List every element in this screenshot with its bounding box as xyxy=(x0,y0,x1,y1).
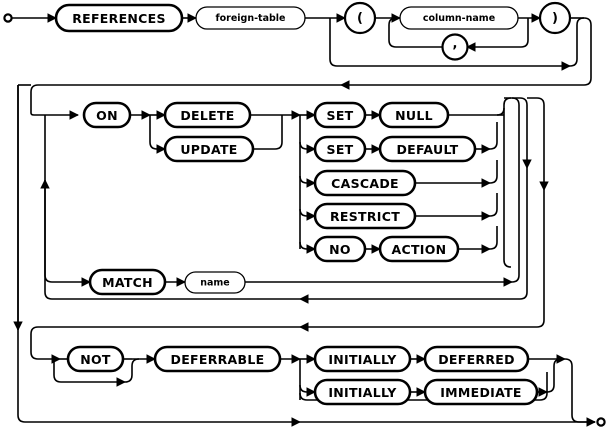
node-set-null[interactable]: SET xyxy=(313,101,367,129)
node-match[interactable]: MATCH xyxy=(88,268,167,296)
node-restrict[interactable]: RESTRICT xyxy=(313,202,417,230)
node-deferrable-label: DEFERRABLE xyxy=(171,352,265,367)
node-set-default[interactable]: SET xyxy=(313,135,367,163)
node-initially-deferred-label: INITIALLY xyxy=(328,352,397,367)
node-restrict-label: RESTRICT xyxy=(330,209,400,224)
node-immediate[interactable]: IMMEDIATE xyxy=(423,378,539,406)
node-null-label: NULL xyxy=(395,108,433,123)
node-match-label: MATCH xyxy=(102,275,153,290)
node-set-null-label: SET xyxy=(327,108,354,123)
node-references-label: REFERENCES xyxy=(72,11,166,26)
node-default-label: DEFAULT xyxy=(397,142,459,157)
row-2-track xyxy=(13,84,549,344)
node-rparen-label: ) xyxy=(552,11,558,26)
node-rparen[interactable]: ) xyxy=(538,1,572,35)
node-column-name-label: column-name xyxy=(423,13,495,24)
node-default[interactable]: DEFAULT xyxy=(378,135,477,163)
node-no[interactable]: NO xyxy=(313,235,367,263)
node-no-label: NO xyxy=(329,242,351,257)
node-comma-label: , xyxy=(453,37,458,52)
node-deferred-label: DEFERRED xyxy=(438,352,515,367)
node-initially-immediate[interactable]: INITIALLY xyxy=(313,378,412,406)
node-initially-deferred[interactable]: INITIALLY xyxy=(313,345,412,373)
node-comma[interactable]: , xyxy=(441,33,469,61)
start-marker-icon xyxy=(3,13,13,23)
node-foreign-table-label: foreign-table xyxy=(215,13,285,24)
node-name[interactable]: name xyxy=(184,271,246,294)
node-update[interactable]: UPDATE xyxy=(163,135,255,163)
node-delete[interactable]: DELETE xyxy=(163,101,252,129)
node-delete-label: DELETE xyxy=(180,108,234,123)
node-references[interactable]: REFERENCES xyxy=(54,3,184,33)
node-lparen-label: ( xyxy=(357,11,363,26)
node-deferrable[interactable]: DEFERRABLE xyxy=(153,345,282,373)
node-column-name[interactable]: column-name xyxy=(399,6,519,30)
node-not[interactable]: NOT xyxy=(66,345,125,373)
node-deferred[interactable]: DEFERRED xyxy=(423,345,530,373)
node-update-label: UPDATE xyxy=(180,142,237,157)
end-marker-icon xyxy=(596,417,606,427)
node-cascade[interactable]: CASCADE xyxy=(313,169,417,197)
node-foreign-table[interactable]: foreign-table xyxy=(195,6,306,30)
node-null[interactable]: NULL xyxy=(378,101,450,129)
node-lparen[interactable]: ( xyxy=(343,1,377,35)
row-1-track xyxy=(3,13,592,110)
node-set-default-label: SET xyxy=(327,142,354,157)
node-action-label: ACTION xyxy=(392,242,447,257)
node-name-label: name xyxy=(200,278,230,289)
row-3-track xyxy=(17,330,606,427)
node-initially-immediate-label: INITIALLY xyxy=(328,385,397,400)
node-cascade-label: CASCADE xyxy=(331,176,399,191)
node-action[interactable]: ACTION xyxy=(378,235,460,263)
node-on-label: ON xyxy=(96,108,118,123)
node-immediate-label: IMMEDIATE xyxy=(440,385,522,400)
node-not-label: NOT xyxy=(80,352,111,367)
node-on[interactable]: ON xyxy=(82,101,132,129)
